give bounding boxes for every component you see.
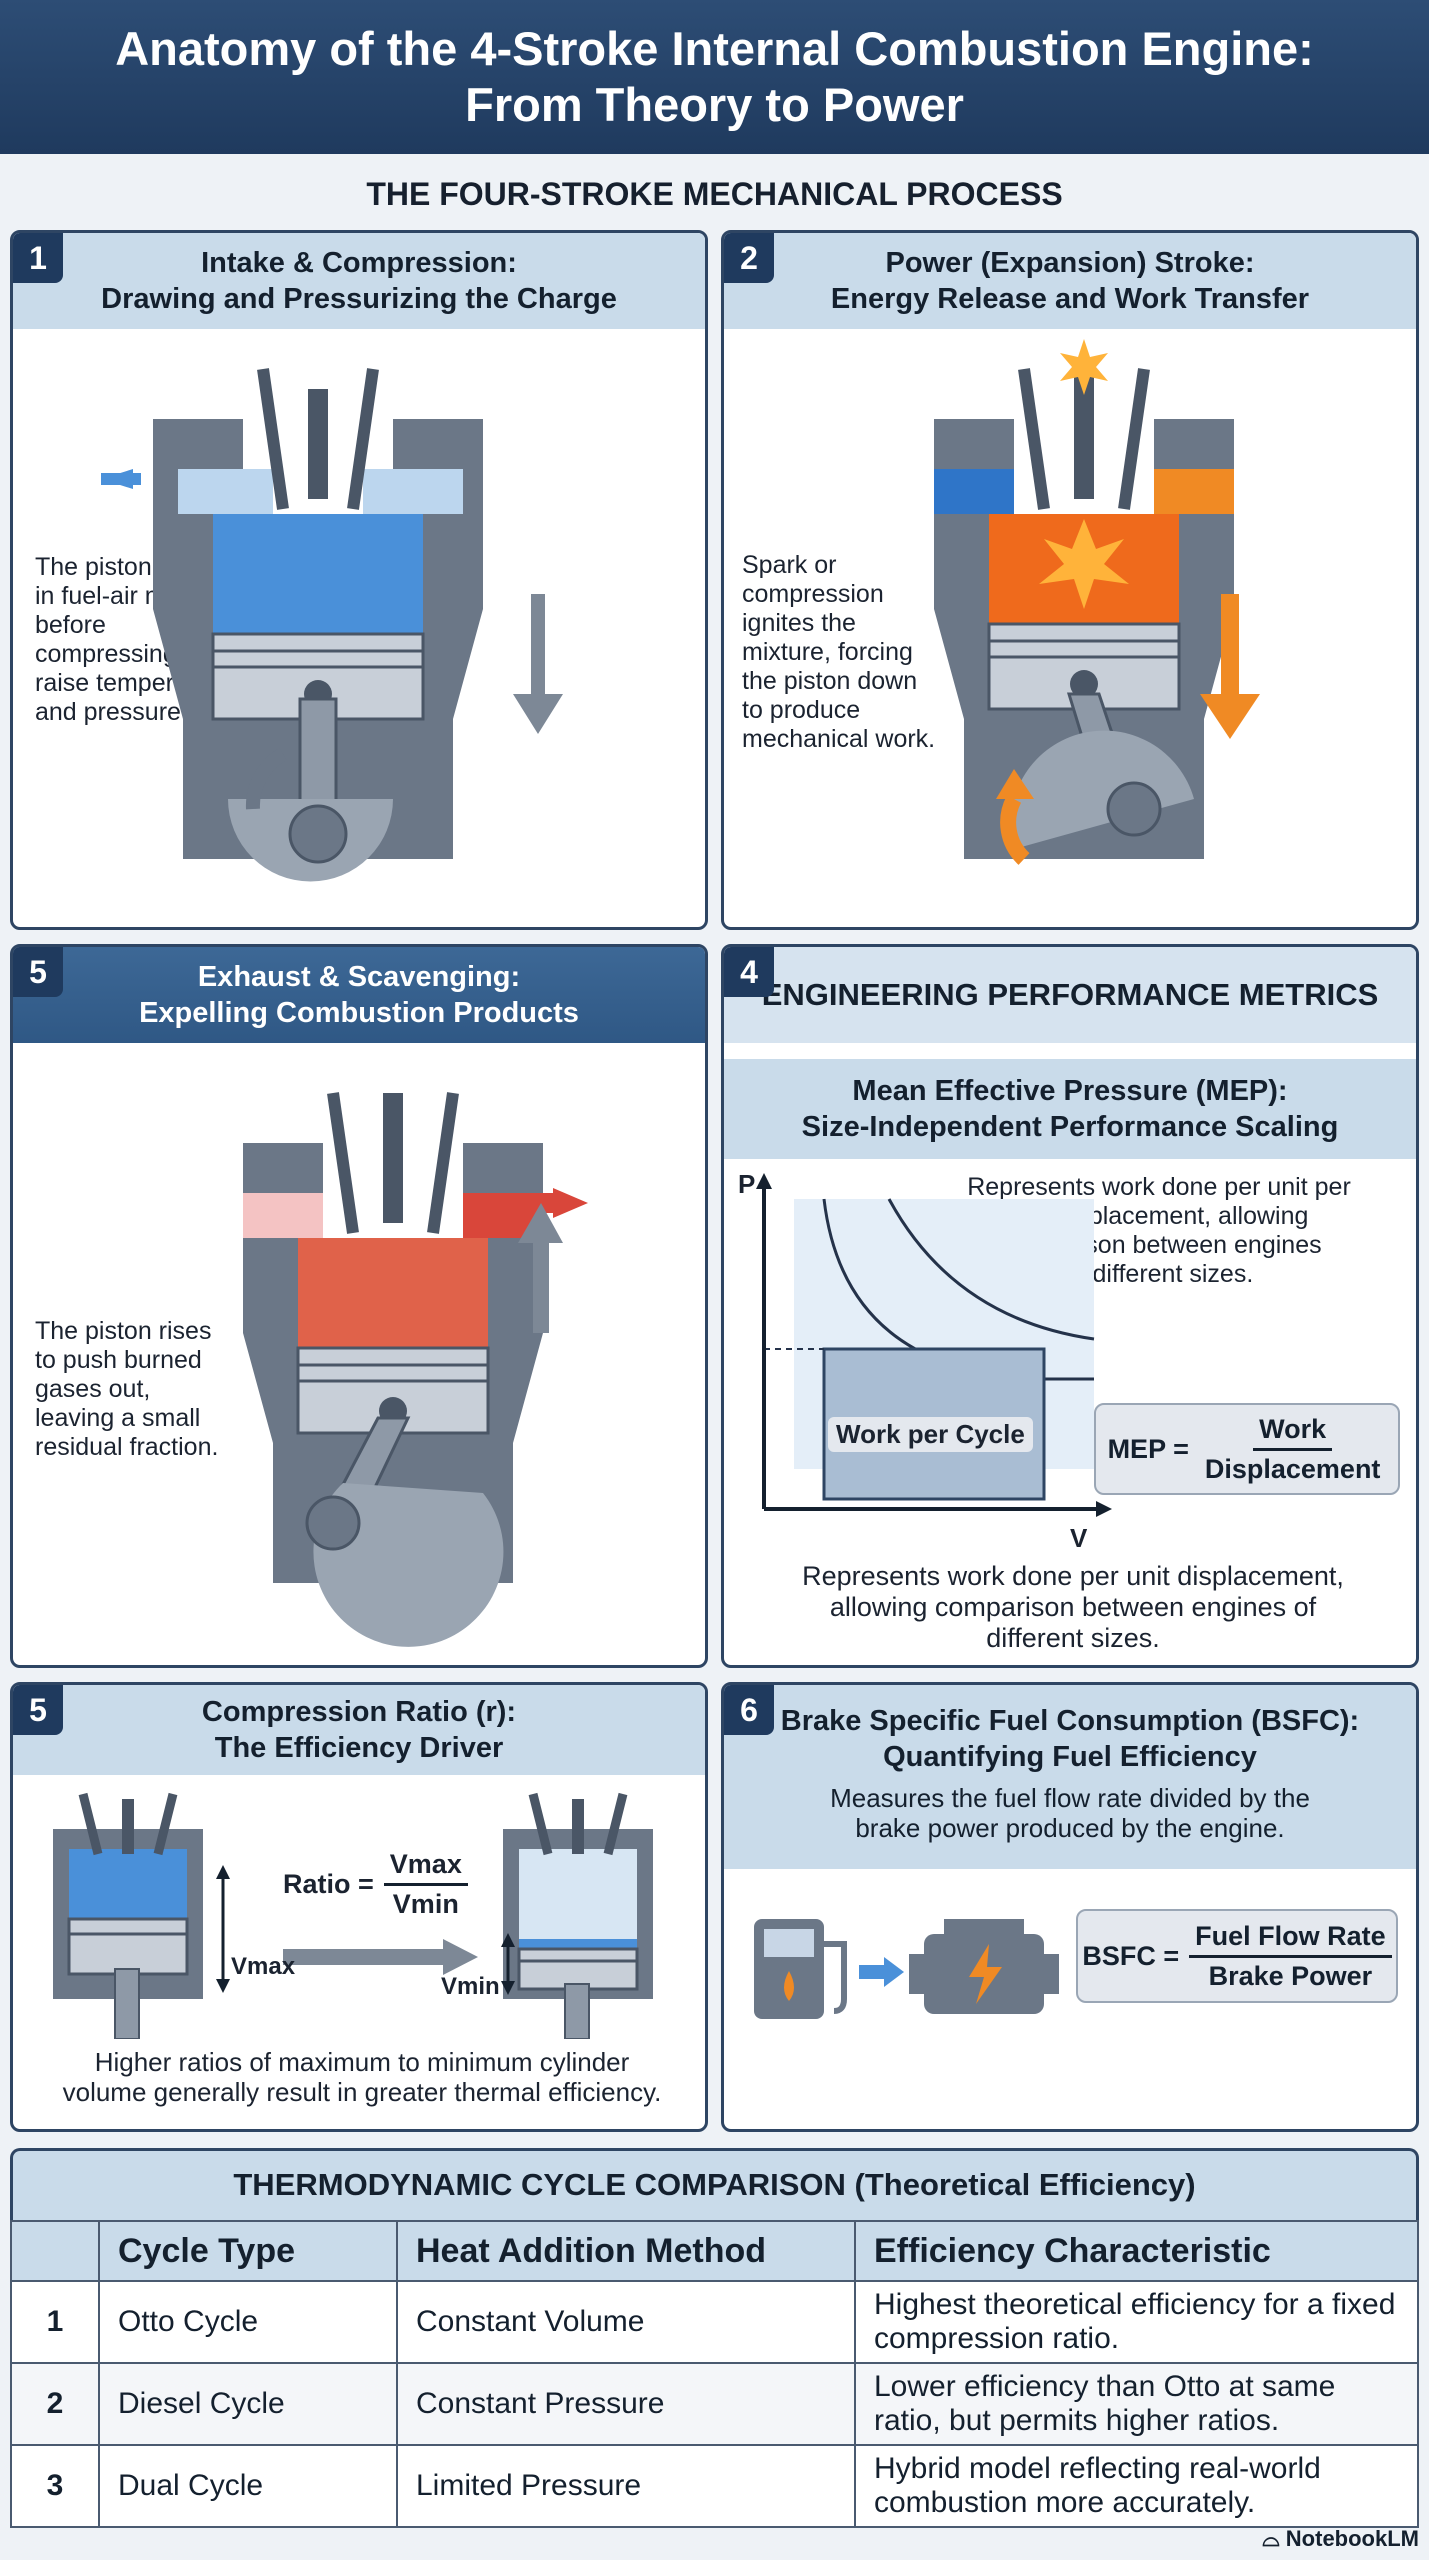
ratio-cylinders-illustration [53,1792,653,2039]
heat-method-cell: Limited Pressure [396,2444,856,2528]
table-row: 3 Dual Cycle Limited Pressure Hybrid mod… [10,2444,1419,2528]
column-header: Heat Addition Method [396,2220,856,2282]
work-per-cycle-label: Work per Cycle [828,1417,1033,1452]
notebooklm-brand: ⌓ NotebookLM [1262,2526,1419,2552]
mep-bottom-text: Represents work done per unit displaceme… [802,1561,1344,1653]
fuel-to-engine-illustration [754,1919,1059,2019]
p-axis-label: P [738,1169,756,1199]
heading-line1: Power (Expansion) Stroke: [885,247,1255,279]
exhaust-panel: 5 Exhaust & Scavenging: Expelling Combus… [10,944,708,1668]
heading-line2: Drawing and Pressurizing the Charge [101,283,617,315]
heading-line1: Compression Ratio (r): [201,1696,517,1728]
panel-heading: Intake & Compression: Drawing and Pressu… [13,233,705,329]
cycle-comparison-table: Cycle Type Heat Addition Method Efficien… [10,2220,1419,2528]
efficiency-cell: Highest theoretical efficiency for a fix… [854,2280,1419,2364]
cycle-type-cell: Otto Cycle [98,2280,398,2364]
subheading-line1: Mean Effective Pressure (MEP): [852,1075,1288,1107]
panel-heading: Exhaust & Scavenging: Expelling Combusti… [13,947,705,1043]
section-title: THE FOUR-STROKE MECHANICAL PROCESS [366,176,1063,212]
table-row: 1 Otto Cycle Constant Volume Highest the… [10,2280,1419,2364]
heading-line2: Energy Release and Work Transfer [830,283,1310,315]
heading-line1: Brake Specific Fuel Consumption (BSFC): [780,1705,1360,1737]
heading-line2: Quantifying Fuel Efficiency [883,1741,1257,1773]
panel-heading: Compression Ratio (r): The Efficiency Dr… [13,1685,705,1775]
comparison-title: THERMODYNAMIC CYCLE COMPARISON (Theoreti… [10,2148,1419,2220]
column-header: Cycle Type [98,2220,398,2282]
ratio-description: Higher ratios of maximum to minimum cyli… [62,2047,662,2107]
row-index: 2 [10,2362,100,2446]
panel-number: 6 [724,1685,774,1735]
subheading-line2: Size-Independent Performance Scaling [801,1111,1339,1143]
page-title-line1: Anatomy of the 4-Stroke Internal Combust… [115,22,1314,75]
column-header: Efficiency Characteristic [854,2220,1419,2282]
vmax-label: Vmax [231,1953,296,1980]
exhaust-engine-illustration [243,1092,588,1647]
heading-line1: Intake & Compression: [201,247,517,279]
row-index: 1 [10,2280,100,2364]
v-axis-label: V [1070,1523,1088,1553]
column-header [10,2220,100,2282]
page-header: Anatomy of the 4-Stroke Internal Combust… [0,0,1429,154]
panel-number: 5 [13,947,63,997]
metrics-heading: ENGINEERING PERFORMANCE METRICS [724,947,1416,1043]
panel-number: 4 [724,947,774,997]
intake-engine-illustration [101,368,563,882]
brand-text: NotebookLM [1285,2526,1419,2551]
panel-heading: Brake Specific Fuel Consumption (BSFC): … [724,1685,1416,1869]
power-panel: 2 Power (Expansion) Stroke: Energy Relea… [721,230,1419,930]
heading-line2: The Efficiency Driver [214,1732,504,1764]
efficiency-cell: Hybrid model reflecting real-world combu… [854,2444,1419,2528]
table-header-row: Cycle Type Heat Addition Method Efficien… [10,2220,1419,2282]
metrics-panel: 4 ENGINEERING PERFORMANCE METRICS Mean E… [721,944,1419,1668]
panel-number: 5 [13,1685,63,1735]
panel-number: 2 [724,233,774,283]
heading-text: ENGINEERING PERFORMANCE METRICS [761,977,1379,1012]
panel-number: 1 [13,233,63,283]
intake-panel: 1 Intake & Compression: Drawing and Pres… [10,230,708,930]
table-row: 2 Diesel Cycle Constant Pressure Lower e… [10,2362,1419,2446]
heat-method-cell: Constant Volume [396,2280,856,2364]
heading-line2: Expelling Combustion Products [139,997,579,1029]
efficiency-cell: Lower efficiency than Otto at same ratio… [854,2362,1419,2446]
compression-ratio-panel: 5 Compression Ratio (r): The Efficiency … [10,1682,708,2132]
vmin-label: Vmin [441,1973,500,2000]
page-title-line2: From Theory to Power [465,78,964,131]
row-index: 3 [10,2444,100,2528]
heading-line1: Exhaust & Scavenging: [197,961,521,993]
cycle-type-cell: Diesel Cycle [98,2362,398,2446]
heat-method-cell: Constant Pressure [396,2362,856,2446]
bsfc-description: Measures the fuel flow rate divided by t… [830,1783,1310,1843]
mep-subheading: Mean Effective Pressure (MEP): Size-Inde… [724,1059,1416,1159]
cycle-type-cell: Dual Cycle [98,2444,398,2528]
pv-diagram [756,1173,1112,1517]
brand-logo-icon: ⌓ [1262,2526,1286,2551]
panel-heading: Power (Expansion) Stroke: Energy Release… [724,233,1416,329]
bsfc-panel: 6 Brake Specific Fuel Consumption (BSFC)… [721,1682,1419,2132]
power-engine-illustration [934,339,1260,865]
